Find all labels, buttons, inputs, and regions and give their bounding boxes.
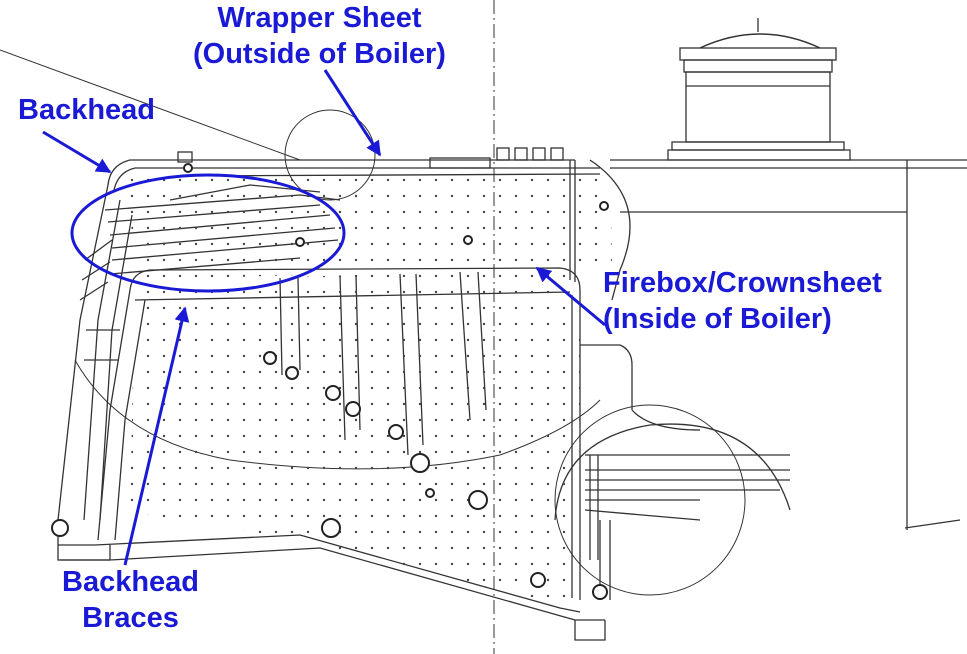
reference-line xyxy=(0,49,301,161)
backhead-label: Backhead xyxy=(18,92,155,128)
plug xyxy=(410,453,430,473)
ashpan-detail xyxy=(599,409,701,600)
wrapper-sheet-label-line: Wrapper Sheet xyxy=(217,2,422,34)
plug xyxy=(51,519,69,537)
plug xyxy=(530,572,546,588)
firebox-label: Firebox/Crownsheet (Inside of Boiler) xyxy=(603,265,882,337)
plug xyxy=(463,235,473,245)
firebox-label-line: Firebox/Crownsheet xyxy=(603,267,882,299)
staybolt-field-wrapper xyxy=(122,168,612,280)
plug xyxy=(599,201,609,211)
backhead-braces-label: Backhead Braces xyxy=(62,564,199,636)
top-fittings xyxy=(177,147,564,169)
plug xyxy=(425,488,435,498)
backhead-braces-label-line: Braces xyxy=(82,602,179,634)
wrapper-sheet-arrow xyxy=(323,69,382,157)
wrapper-sheet-label-line: (Outside of Boiler) xyxy=(193,38,446,70)
plug xyxy=(263,351,277,365)
wrapper-sheet-label: Wrapper Sheet (Outside of Boiler) xyxy=(193,0,446,72)
annotation-layer xyxy=(42,69,606,566)
plug xyxy=(388,424,404,440)
plug xyxy=(183,163,193,173)
boiler-barrel xyxy=(589,159,967,530)
plug xyxy=(468,490,488,510)
front-section xyxy=(554,423,791,560)
washout-plugs xyxy=(51,163,609,600)
firebox-label-line: (Inside of Boiler) xyxy=(603,303,832,335)
plug xyxy=(345,401,361,417)
backhead-braces-arrow xyxy=(123,306,190,566)
plug xyxy=(325,385,341,401)
plug xyxy=(285,366,299,380)
backhead-label-line: Backhead xyxy=(18,94,156,126)
plug xyxy=(295,237,305,247)
backhead-arrow xyxy=(42,130,112,174)
backhead-outline xyxy=(57,184,133,561)
steam-dome xyxy=(667,18,851,161)
plug xyxy=(592,584,608,600)
plug xyxy=(321,518,341,538)
braces-highlight-ellipse xyxy=(70,173,346,293)
backhead-braces-label-line: Backhead xyxy=(62,566,200,598)
firebox-arrow xyxy=(535,266,606,327)
